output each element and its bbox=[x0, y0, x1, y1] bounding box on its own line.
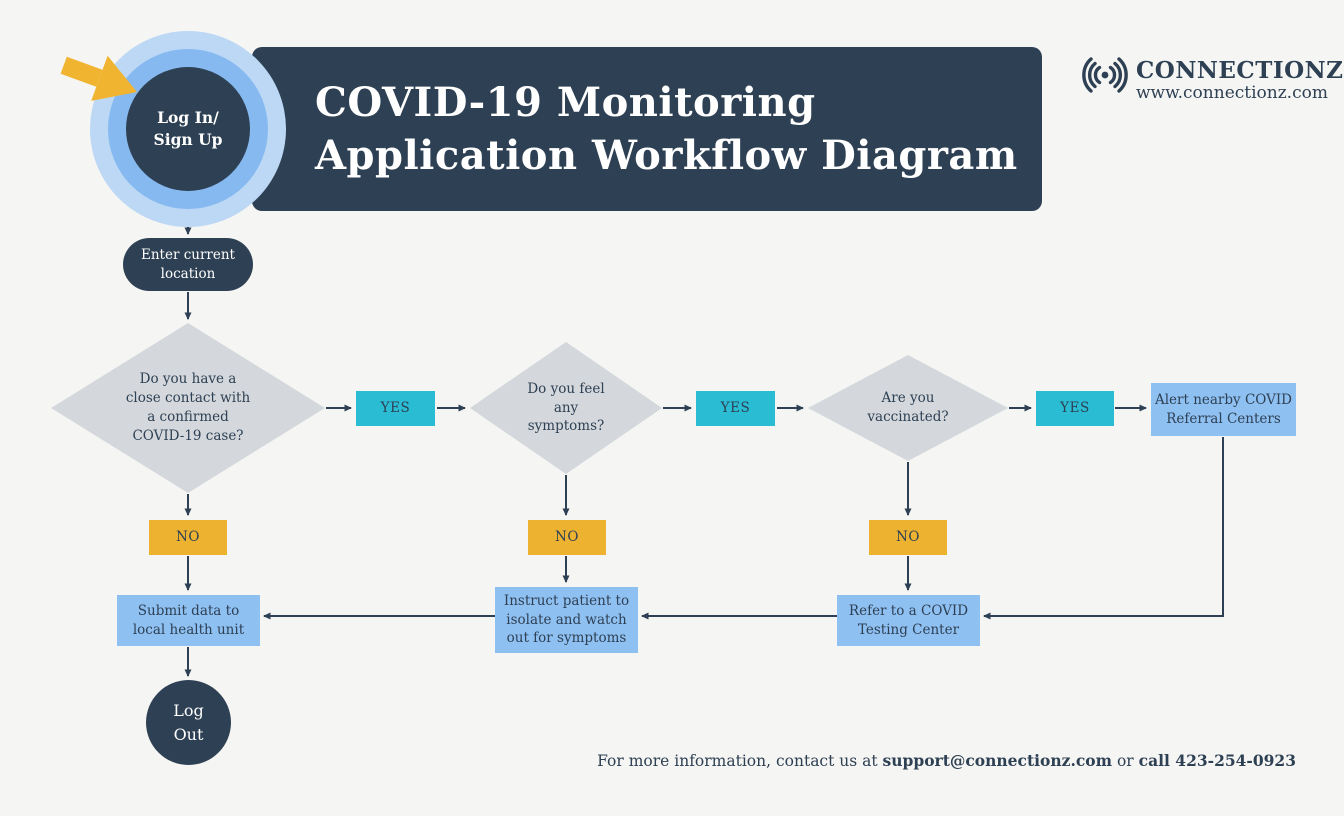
page-title-line2: Application Workflow Diagram bbox=[315, 131, 1018, 179]
decision-vaccinated: Are you vaccinated? bbox=[808, 355, 1008, 461]
page-title-line1: COVID-19 Monitoring bbox=[315, 79, 816, 126]
decision-close-contact: Do you have a close contact with a confi… bbox=[51, 323, 325, 493]
node-refer-testing-center: Refer to a COVID Testing Center bbox=[837, 595, 980, 646]
node-instruct-isolate: Instruct patient to isolate and watch ou… bbox=[495, 587, 638, 653]
logout-node: Log Out bbox=[146, 680, 231, 765]
footer-separator: or bbox=[1112, 752, 1139, 770]
decision-close-contact-label: Do you have a close contact with a confi… bbox=[125, 371, 251, 444]
decision-symptoms: Do you feel any symptoms? bbox=[470, 342, 662, 474]
signal-broadcast-icon bbox=[1082, 57, 1128, 93]
no-tag-close-contact: NO bbox=[149, 520, 227, 555]
submit-data-label: Submit data to local health unit bbox=[132, 602, 245, 638]
yes-tag-vaccinated: YES bbox=[1036, 391, 1114, 426]
login-signup-node: Log In/ Sign Up bbox=[126, 67, 250, 191]
logout-label: Log Out bbox=[173, 701, 204, 744]
alert-referral-label: Alert nearby COVID Referral Centers bbox=[1154, 391, 1293, 427]
instruct-isolate-label: Instruct patient to isolate and watch ou… bbox=[503, 592, 630, 647]
node-enter-location: Enter current location bbox=[123, 238, 253, 291]
footer-phone: call 423-254-0923 bbox=[1138, 751, 1296, 770]
footer-contact-info: For more information, contact us at supp… bbox=[597, 751, 1296, 770]
brand-name: CONNECTIONZ bbox=[1136, 57, 1344, 84]
brand-website: www.connectionz.com bbox=[1136, 83, 1328, 103]
node-submit-data: Submit data to local health unit bbox=[117, 595, 260, 646]
no-tag-vaccinated: NO bbox=[869, 520, 947, 555]
no-tag-symptoms: NO bbox=[528, 520, 606, 555]
footer-email: support@connectionz.com bbox=[882, 751, 1113, 770]
page-title: COVID-19 Monitoring Application Workflow… bbox=[315, 77, 1018, 183]
yes-tag-close-contact: YES bbox=[356, 391, 435, 426]
footer-text: For more information, contact us at bbox=[597, 752, 883, 770]
decision-vaccinated-label: Are you vaccinated? bbox=[867, 390, 949, 425]
login-signup-label: Log In/ Sign Up bbox=[153, 107, 223, 149]
refer-testing-label: Refer to a COVID Testing Center bbox=[848, 602, 969, 638]
yes-tag-symptoms: YES bbox=[696, 391, 775, 426]
decision-symptoms-label: Do you feel any symptoms? bbox=[527, 380, 605, 435]
enter-location-label: Enter current location bbox=[141, 246, 235, 282]
node-alert-referral-centers: Alert nearby COVID Referral Centers bbox=[1151, 383, 1296, 436]
header-banner bbox=[252, 47, 1042, 211]
